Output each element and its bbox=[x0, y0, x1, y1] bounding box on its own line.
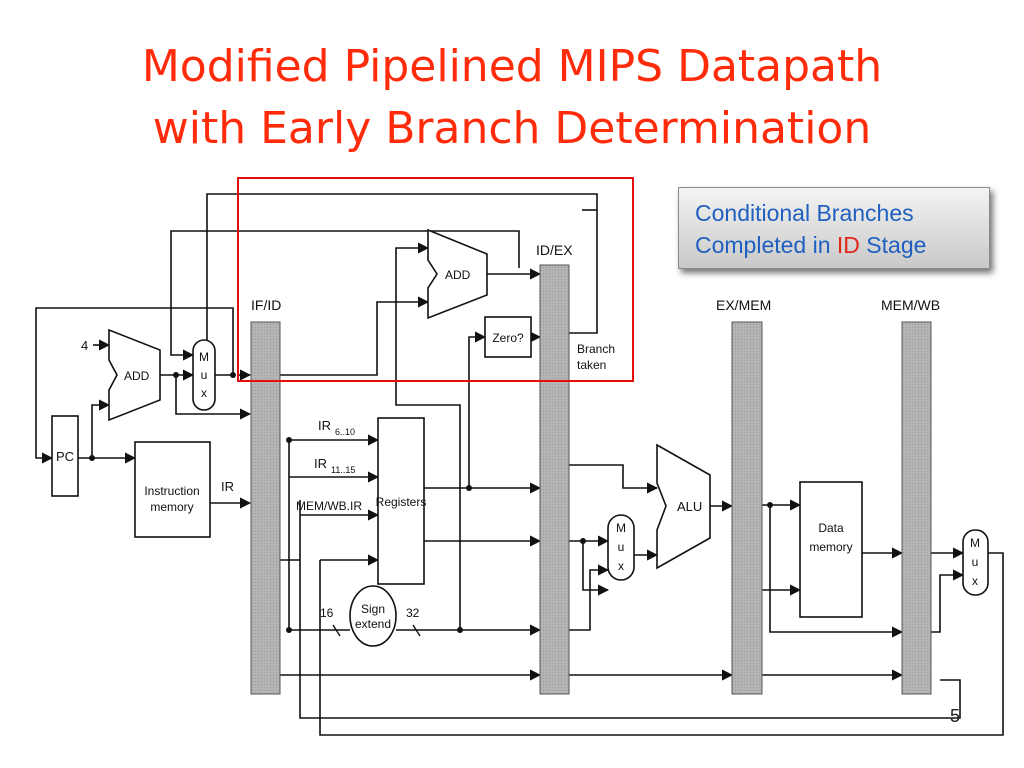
wire-junctions bbox=[89, 372, 773, 633]
callout-line-1: Conditional Branches bbox=[695, 200, 914, 226]
id-ex-register-bar bbox=[539, 264, 570, 695]
alu-mux-shape bbox=[607, 514, 635, 581]
pc-label: PC bbox=[56, 449, 74, 464]
sign-extend-label-1: Sign bbox=[361, 602, 385, 616]
bus-width-slashes bbox=[332, 624, 421, 637]
pc-mux-letter-x: x bbox=[201, 386, 207, 400]
callout-line-2-suffix: Stage bbox=[859, 232, 927, 258]
wb-mux-letter-m: M bbox=[970, 536, 980, 550]
mem-wb-register-bar bbox=[901, 321, 932, 695]
wb-mux-letter-x: x bbox=[972, 574, 978, 588]
ir-6-10-subscript: 6..10 bbox=[335, 427, 355, 437]
alu-mux-letter-x: x bbox=[618, 559, 624, 573]
instruction-memory-label-2: memory bbox=[150, 500, 193, 514]
slide-page-number: 5 bbox=[950, 706, 961, 726]
pc-mux-shape bbox=[192, 339, 216, 411]
ir-6-10-label: IR bbox=[318, 418, 331, 433]
alu-shape bbox=[656, 443, 711, 570]
pc-mux-letter-m: M bbox=[199, 350, 209, 364]
branch-taken-label-2: taken bbox=[577, 358, 606, 372]
callout-id-highlight: ID bbox=[836, 232, 860, 258]
wb-mux-letter-u: u bbox=[972, 555, 979, 569]
pc-mux-letter-u: u bbox=[201, 368, 208, 382]
bits-32-label: 32 bbox=[406, 606, 420, 620]
pc-adder-label: ADD bbox=[124, 369, 150, 383]
if-id-label: IF/ID bbox=[251, 297, 281, 313]
sign-extend-label-2: extend bbox=[355, 617, 391, 631]
early-branch-highlight-box bbox=[237, 177, 634, 382]
slide-title-line-2: with Early Branch Determination bbox=[152, 103, 872, 154]
constant-four-label: 4 bbox=[81, 338, 88, 353]
branch-taken-label-1: Branch bbox=[577, 342, 615, 356]
mem-wb-label: MEM/WB bbox=[881, 297, 940, 313]
data-memory-label-2: memory bbox=[809, 540, 852, 554]
ir-label: IR bbox=[221, 479, 234, 494]
sign-extend-ellipse bbox=[349, 585, 397, 647]
branch-adder-label: ADD bbox=[445, 268, 471, 282]
data-memory-label-1: Data bbox=[818, 521, 844, 535]
program-counter-block bbox=[51, 415, 79, 497]
zero-test-block bbox=[484, 316, 532, 358]
register-file-block bbox=[377, 417, 425, 585]
alu-mux-letter-u: u bbox=[618, 540, 625, 554]
if-id-register-bar bbox=[250, 321, 281, 695]
pc-adder-shape bbox=[108, 328, 161, 422]
instruction-memory-label-1: Instruction bbox=[144, 484, 199, 498]
ir-11-15-label: IR bbox=[314, 456, 327, 471]
alu-label: ALU bbox=[677, 499, 702, 514]
instruction-memory-block bbox=[134, 441, 211, 538]
slide-title-line-1: Modified Pipelined MIPS Datapath bbox=[141, 41, 883, 92]
zero-test-label: Zero? bbox=[492, 331, 524, 345]
data-memory-block bbox=[799, 481, 863, 618]
branch-adder-shape bbox=[427, 228, 488, 320]
id-ex-label: ID/EX bbox=[536, 242, 573, 258]
writeback-mux-shape bbox=[962, 529, 989, 596]
bits-16-label: 16 bbox=[320, 606, 334, 620]
ex-mem-label: EX/MEM bbox=[716, 297, 771, 313]
ex-mem-register-bar bbox=[731, 321, 763, 695]
ir-11-15-subscript: 11..15 bbox=[331, 465, 355, 475]
mem-wb-ir-label: MEM/WB.IR bbox=[296, 499, 362, 513]
callout-line-2: Completed in ID Stage bbox=[695, 232, 926, 259]
register-file-label: Registers bbox=[376, 495, 427, 509]
alu-mux-letter-m: M bbox=[616, 521, 626, 535]
callout-box: Conditional Branches Completed in ID Sta… bbox=[678, 187, 990, 269]
callout-line-2-prefix: Completed in bbox=[695, 232, 837, 258]
